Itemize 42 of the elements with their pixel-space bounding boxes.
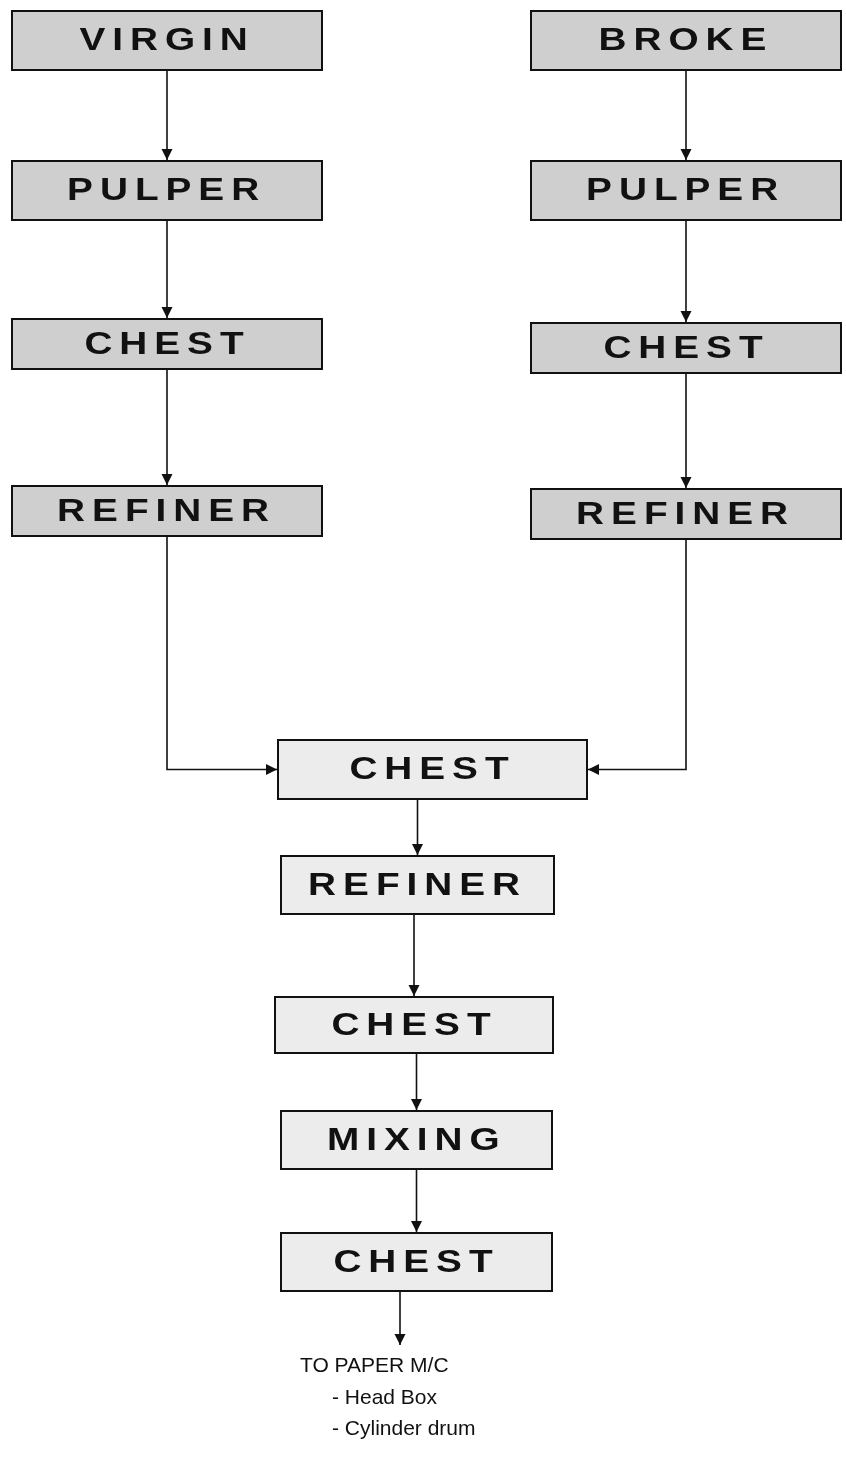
process-box <box>530 160 842 221</box>
box-label: CHEST <box>333 1242 500 1281</box>
arrow <box>166 536 278 776</box>
arrow <box>410 1053 423 1111</box>
box-label: REFINER <box>576 494 796 533</box>
arrow <box>680 373 692 489</box>
box-label: REFINER <box>308 865 527 904</box>
arrow <box>680 220 692 323</box>
process-box <box>277 739 588 800</box>
box-label: BROKE <box>598 21 774 60</box>
arrow <box>587 539 687 776</box>
process-box <box>530 322 842 374</box>
box-label: CHEST <box>330 1005 498 1044</box>
process-box <box>280 1232 553 1292</box>
arrow <box>680 70 692 161</box>
box-label: CHEST <box>602 328 770 367</box>
box-label: VIRGIN <box>79 21 255 60</box>
process-box <box>11 318 323 370</box>
process-box <box>11 485 323 537</box>
list-item: - Cylinder drum <box>332 1415 476 1441</box>
arrow <box>161 369 173 486</box>
box-label: PULPER <box>67 171 267 210</box>
process-box <box>274 996 554 1054</box>
list-item: - Head Box <box>332 1383 438 1410</box>
box-label: CHEST <box>83 324 251 363</box>
box-label: MIXING <box>326 1120 507 1159</box>
process-box <box>280 1110 553 1170</box>
process-box <box>530 488 842 540</box>
box-label: PULPER <box>586 171 786 210</box>
process-box <box>530 10 842 71</box>
process-box <box>11 10 323 71</box>
box-label: CHEST <box>349 750 516 789</box>
arrow <box>410 1169 423 1233</box>
destination-label: TO PAPER M/C <box>300 1352 449 1378</box>
process-box <box>280 855 555 915</box>
arrow <box>161 220 173 319</box>
arrow <box>394 1291 406 1346</box>
arrow <box>408 914 420 997</box>
arrow <box>161 70 173 161</box>
box-label: REFINER <box>57 491 277 530</box>
arrow <box>411 799 424 856</box>
process-box <box>11 160 323 221</box>
